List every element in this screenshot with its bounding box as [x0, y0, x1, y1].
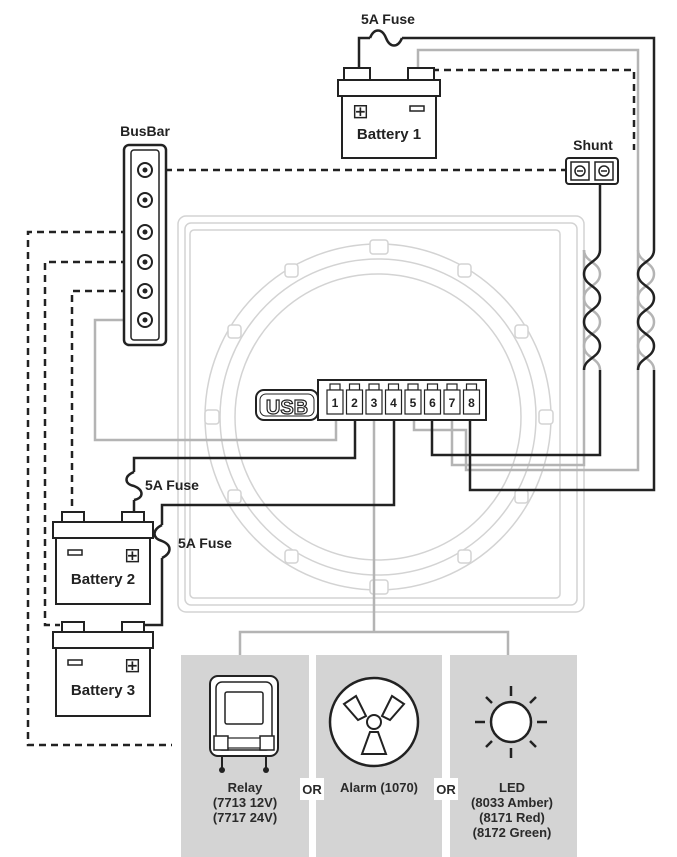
terminal-pin-label: 3	[371, 396, 378, 410]
terminal-pin-6: 6	[423, 383, 442, 415]
fuse-low	[153, 523, 171, 560]
dashed-wires	[26, 68, 636, 747]
busbar: BusBar	[120, 123, 170, 347]
led-sun-icon	[475, 686, 547, 758]
terminal-pin-8: 8	[462, 383, 481, 415]
busbar-label: BusBar	[120, 123, 170, 139]
black-wires	[132, 36, 656, 627]
grey-wires	[93, 48, 640, 655]
battery-3-label: Battery 3	[71, 682, 135, 699]
led-line2: (8033 Amber)	[471, 795, 553, 810]
battery-3-minus-icon	[67, 659, 83, 666]
battery-1: ⊞ Battery 1	[337, 67, 441, 159]
terminal-pin-label: 6	[429, 396, 436, 410]
relay-line3: (7717 24V)	[213, 810, 277, 825]
terminal-pin-label: 2	[351, 396, 358, 410]
terminal-pin-label: 5	[410, 396, 417, 410]
terminal-pin-5: 5	[404, 383, 422, 415]
terminal-pin-3: 3	[365, 383, 383, 415]
battery-1-minus-icon	[409, 105, 425, 112]
fuse-top	[368, 29, 404, 47]
fuse-mid	[125, 470, 143, 502]
usb-label: USB	[266, 397, 308, 419]
terminal-pin-label: 4	[390, 396, 397, 410]
or-label-2: OR	[436, 782, 456, 797]
battery-1-plus-icon: ⊞	[352, 99, 369, 123]
or-label-1: OR	[302, 782, 322, 797]
terminal-pin-label: 7	[449, 396, 456, 410]
battery-2-minus-icon	[67, 549, 83, 556]
terminal-pin-1: 1	[326, 383, 344, 415]
battery-2-plus-icon: ⊞	[124, 543, 141, 567]
battery-2-label: Battery 2	[71, 571, 135, 588]
alarm-icon	[328, 676, 420, 768]
fuse-top-label: 5A Fuse	[361, 11, 415, 27]
battery-2: ⊞ Battery 2	[52, 511, 154, 605]
fuse-low-label: 5A Fuse	[178, 535, 232, 551]
terminal-pin-7: 7	[443, 383, 461, 415]
battery-3-plus-icon: ⊞	[124, 653, 141, 677]
relay-title: Relay	[228, 780, 263, 795]
terminal-pin-2: 2	[345, 383, 364, 415]
led-line4: (8172 Green)	[473, 825, 552, 840]
relay-line2: (7713 12V)	[213, 795, 277, 810]
battery-1-label: Battery 1	[357, 126, 421, 143]
terminal-pin-4: 4	[384, 383, 403, 415]
relay-icon	[209, 675, 279, 773]
battery-3: ⊞ Battery 3	[52, 621, 154, 717]
alarm-title: Alarm (1070)	[340, 780, 418, 795]
shunt: Shunt	[565, 137, 619, 185]
terminal-pin-label: 8	[468, 396, 475, 410]
twisted-pair-battery1	[636, 249, 656, 371]
twisted-pair-shunt	[582, 249, 602, 371]
shunt-label: Shunt	[573, 137, 613, 153]
monitor-bezel-tabs	[204, 239, 554, 595]
terminal-pin-label: 1	[332, 396, 339, 410]
usb-port: USB	[255, 389, 319, 421]
led-line3: (8171 Red)	[479, 810, 545, 825]
led-title: LED	[499, 780, 525, 795]
fuse-mid-label: 5A Fuse	[145, 477, 199, 493]
